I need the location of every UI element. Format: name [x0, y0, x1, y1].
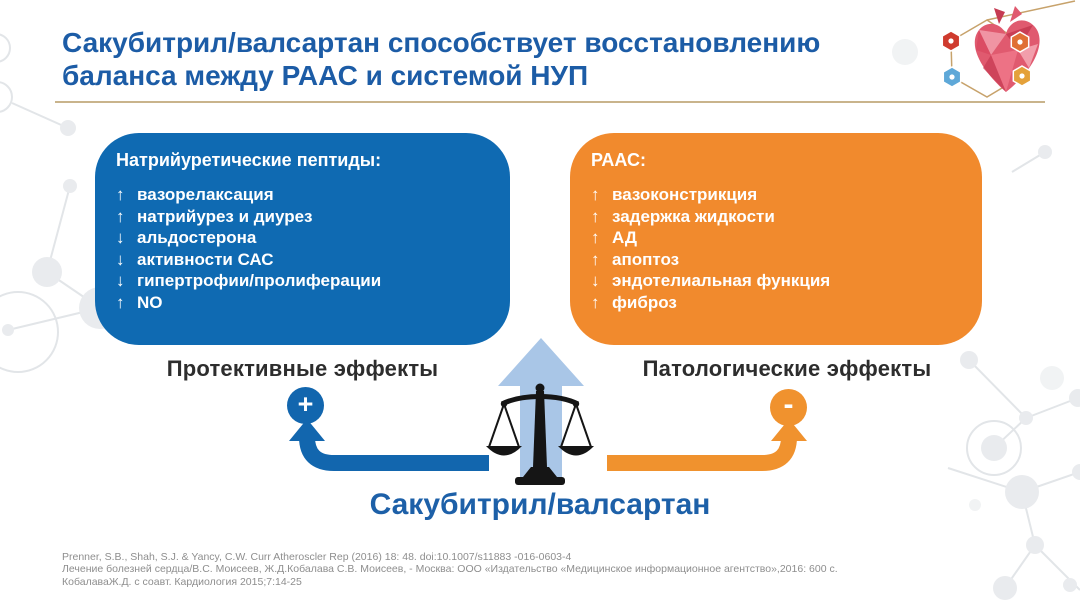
reference-line: Prenner, S.B., Shah, S.J. & Yancy, C.W. …: [62, 551, 572, 563]
minus-badge: -: [770, 389, 807, 426]
down-arrow-icon: ↓: [591, 271, 600, 290]
up-arrow-icon: ↑: [591, 185, 600, 204]
down-arrow-icon: ↓: [116, 249, 125, 269]
list-item: ↑ задержка жидкости: [591, 206, 966, 228]
list-item-text: апоптоз: [612, 249, 680, 269]
list-item: ↓ эндотелиальная функция: [591, 270, 966, 292]
list-item-text: натрийурез и диурез: [137, 206, 313, 226]
list-item-text: гипертрофии/пролиферации: [137, 271, 382, 290]
slide-title-line1: Сакубитрил/валсартан способствует восста…: [62, 27, 821, 58]
list-item-text: вазоконстрикция: [612, 185, 758, 204]
balance-diagram: [289, 338, 807, 485]
protective-effects-label: Протективные эффекты: [166, 356, 439, 381]
natriuretic-peptides-header: Натрийуретические пептиды:: [116, 150, 382, 170]
raas-list: ↑вазоконстрикция ↑задержка жидкости ↑АД …: [591, 184, 966, 313]
down-arrow-icon: ↓: [116, 271, 125, 290]
heart-logo-icon: [941, 0, 1076, 98]
slide-title: Сакубитрил/валсартан способствует восста…: [62, 26, 820, 92]
list-item-text: альдостерона: [137, 228, 257, 247]
list-item: ↓ альдостерона: [116, 227, 494, 249]
plus-badge: +: [287, 387, 324, 424]
raas-header: РААС:: [591, 150, 646, 170]
list-item: ↑ апоптоз: [591, 249, 966, 271]
up-arrow-icon: ↑: [116, 206, 125, 226]
raas-box: РААС: ↑ вазоконстрикция ↑ задержка жидкост…: [570, 133, 982, 345]
down-arrow-icon: ↓: [116, 228, 125, 247]
list-item-text: АД: [612, 228, 638, 247]
pathological-effects-label: Патологические эффекты: [642, 356, 932, 381]
references: Prenner, S.B., Shah, S.J. & Yancy, C.W. …: [62, 551, 912, 588]
title-divider: [55, 101, 1045, 103]
reference-line: Лечение болезней сердца/В.С. Моисеев, Ж.…: [62, 563, 838, 576]
list-item-text: фиброз: [612, 292, 677, 312]
list-item: ↑ натрийурез и диурез: [116, 206, 494, 228]
list-item: ↑ АД: [591, 227, 966, 249]
reference-line: КобалаваЖ.Д. с соавт. Кардиология 2015;7…: [62, 575, 302, 588]
natriuretic-peptides-list: ↑ вазорелаксация ↑ натрийурез и диурез ↓ ал…: [116, 184, 494, 313]
list-item: ↓ гипертрофии/пролиферации: [116, 270, 494, 292]
list-item: ↑ вазоконстрикция: [591, 184, 966, 206]
up-arrow-icon: ↑: [591, 249, 600, 269]
up-arrow-icon: ↑: [591, 292, 600, 312]
orange-curved-arrow-icon: [607, 419, 807, 471]
list-item-text: эндотелиальная функция: [612, 271, 831, 290]
natriuretic-peptides-box: Натрийуретические пептиды: ↑ вазорелаксац…: [95, 133, 510, 345]
list-item: ↓ активности САС: [116, 249, 494, 271]
balance-scale-icon: [486, 383, 594, 485]
list-item-text: NO: [137, 292, 163, 312]
hexagon-node-icons: [941, 30, 1032, 88]
up-arrow-icon: ↑: [591, 228, 600, 247]
slide-title-line2: баланса между РААС и системой НУП: [62, 60, 589, 91]
drug-name: Сакубитрил/валсартан: [369, 488, 711, 521]
list-item-text: активности САС: [137, 249, 274, 269]
up-arrow-icon: ↑: [116, 292, 125, 312]
up-arrow-icon: ↑: [116, 185, 125, 204]
up-arrow-icon: ↑: [591, 206, 600, 226]
blue-curved-arrow-icon: [289, 419, 489, 471]
list-item: ↑ фиброз: [591, 292, 966, 314]
list-item: ↑ NO: [116, 292, 494, 314]
list-item-text: вазорелаксация: [137, 185, 274, 204]
list-item: ↑ вазорелаксация: [116, 184, 494, 206]
list-item-text: задержка жидкости: [612, 206, 775, 226]
